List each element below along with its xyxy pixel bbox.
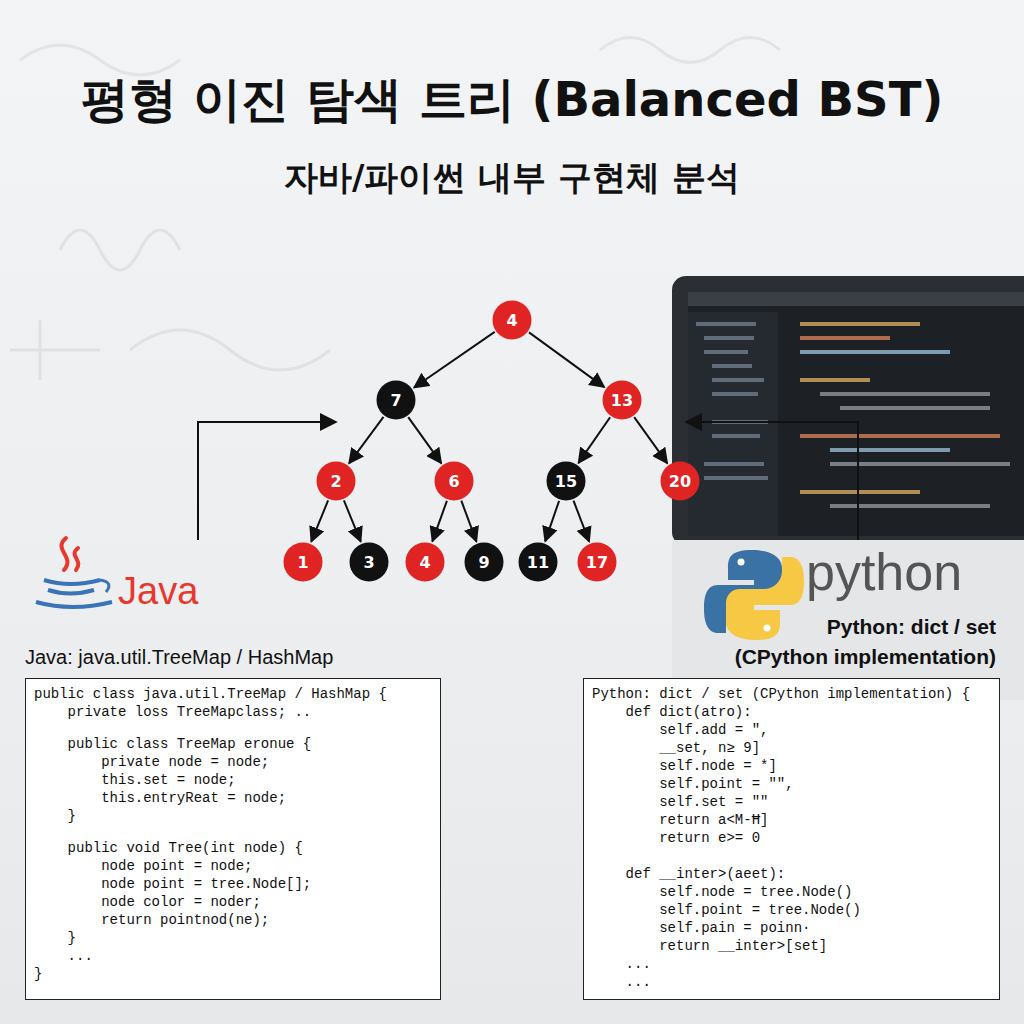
node-circle-shape: [493, 301, 532, 340]
code-line: def dict(atro):: [592, 703, 991, 721]
diagram-title: 평형 이진 탐색 트리 (Balanced BST): [0, 68, 1024, 132]
code-line: def __inter>(aeet):: [592, 865, 991, 883]
subtitle: 자바/파이썬 내부 구현체 분석: [0, 155, 1024, 201]
panel-heading: (CPython implementation): [583, 642, 1000, 672]
code-line: self.point = "",: [592, 775, 991, 793]
tree-edge: [349, 417, 383, 463]
tree-edge: [432, 501, 447, 542]
code-line: }: [34, 929, 432, 947]
node-key: 3: [349, 542, 389, 582]
tree-node: 3: [349, 542, 389, 582]
code-line: public class TreeMap eronue {: [34, 735, 432, 753]
node-key: 7: [376, 380, 416, 420]
node-circle-shape: [435, 462, 474, 501]
node-circle-shape: [547, 462, 586, 501]
java-logo: [36, 538, 112, 607]
node-circle-shape: [578, 543, 617, 582]
tree-edge: [529, 332, 604, 387]
code-line: public class java.util.TreeMap / HashMap…: [34, 685, 432, 703]
node-circle-shape: [519, 543, 558, 582]
tree-node: 6: [434, 461, 474, 501]
code-line: private loss TreeMapclass; ..: [34, 703, 432, 721]
node-key: 9: [464, 542, 504, 582]
code-line: __set, n≥ 9]: [592, 739, 991, 757]
node-circle-shape: [377, 381, 416, 420]
logo-wordmark: python: [806, 542, 962, 602]
code-line: self.point = tree.Node(): [592, 901, 991, 919]
code-box: Python: dict / set (CPython implementati…: [583, 678, 1000, 1000]
code-line: this.set = node;: [34, 771, 432, 789]
code-line: private node = node;: [34, 753, 432, 771]
code-line: return __inter>[set]: [592, 937, 991, 955]
tree-edge: [461, 501, 476, 542]
code-line: ...: [592, 973, 991, 991]
node-key: 17: [577, 542, 617, 582]
tree-edge: [414, 332, 495, 388]
node-key: 15: [546, 461, 586, 501]
code-line: this.entryReat = node;: [34, 789, 432, 807]
code-line: node point = node;: [34, 857, 432, 875]
panel-heading: Python: dict / set: [583, 612, 1000, 642]
code-line: return e>= 0: [592, 829, 991, 847]
code-line: }: [34, 965, 432, 983]
panel-heading: Java: java.util.TreeMap / HashMap: [25, 643, 441, 671]
node-circle-shape: [661, 462, 700, 501]
code-line: node color = noder;: [34, 893, 432, 911]
tree-node: 7: [376, 380, 416, 420]
tree-node: 15: [546, 461, 586, 501]
code-line: self.node = *]: [592, 757, 991, 775]
code-line: self.set = "": [592, 793, 991, 811]
code-panel: Python: dict / set(CPython implementatio…: [583, 612, 1000, 1000]
node-key: 4: [405, 542, 445, 582]
code-box: public class java.util.TreeMap / HashMap…: [25, 678, 441, 1000]
code-line: node point = tree.Node[];: [34, 875, 432, 893]
node-circle-shape: [603, 381, 642, 420]
tree-node: 17: [577, 542, 617, 582]
tree-edge: [344, 500, 361, 541]
java-leader: [198, 422, 336, 540]
tree-node: 4: [492, 300, 532, 340]
code-line: self.add = ",: [592, 721, 991, 739]
code-panel: Java: java.util.TreeMap / HashMap public …: [25, 643, 441, 1000]
logo-wordmark: Java: [118, 570, 198, 613]
node-key: 2: [316, 461, 356, 501]
code-line: ...: [34, 947, 432, 965]
python-logo: [704, 550, 804, 640]
tree-node: 13: [602, 380, 642, 420]
code-line: self.pain = poinn·: [592, 919, 991, 937]
node-key: 4: [492, 300, 532, 340]
code-line: ...: [592, 955, 991, 973]
tree-edge: [311, 500, 328, 541]
tree-node: 2: [316, 461, 356, 501]
code-line: return pointnod(ne);: [34, 911, 432, 929]
tree-edge: [545, 501, 559, 541]
python-leader: [686, 422, 858, 540]
tree-node: 9: [464, 542, 504, 582]
node-key: 1: [283, 542, 323, 582]
code-line: return a<M-Ħ]: [592, 811, 991, 829]
node-key: 20: [660, 461, 700, 501]
tree-node: 20: [660, 461, 700, 501]
tree-edge: [408, 417, 441, 463]
node-circle-shape: [284, 543, 323, 582]
tree-node: 11: [518, 542, 558, 582]
node-circle-shape: [350, 543, 389, 582]
node-key: 11: [518, 542, 558, 582]
tree-node: 4: [405, 542, 445, 582]
node-circle-shape: [317, 462, 356, 501]
node-circle-shape: [465, 543, 504, 582]
node-circle-shape: [406, 543, 445, 582]
code-line: public void Tree(int node) {: [34, 839, 432, 857]
node-key: 13: [602, 380, 642, 420]
tree-edge: [579, 417, 611, 463]
code-line: Python: dict / set (CPython implementati…: [592, 685, 991, 703]
tree-edge: [634, 417, 667, 463]
code-line: self.node = tree.Node(): [592, 883, 991, 901]
code-line: }: [34, 807, 432, 825]
tree-edge: [574, 501, 590, 542]
node-key: 6: [434, 461, 474, 501]
tree-node: 1: [283, 542, 323, 582]
